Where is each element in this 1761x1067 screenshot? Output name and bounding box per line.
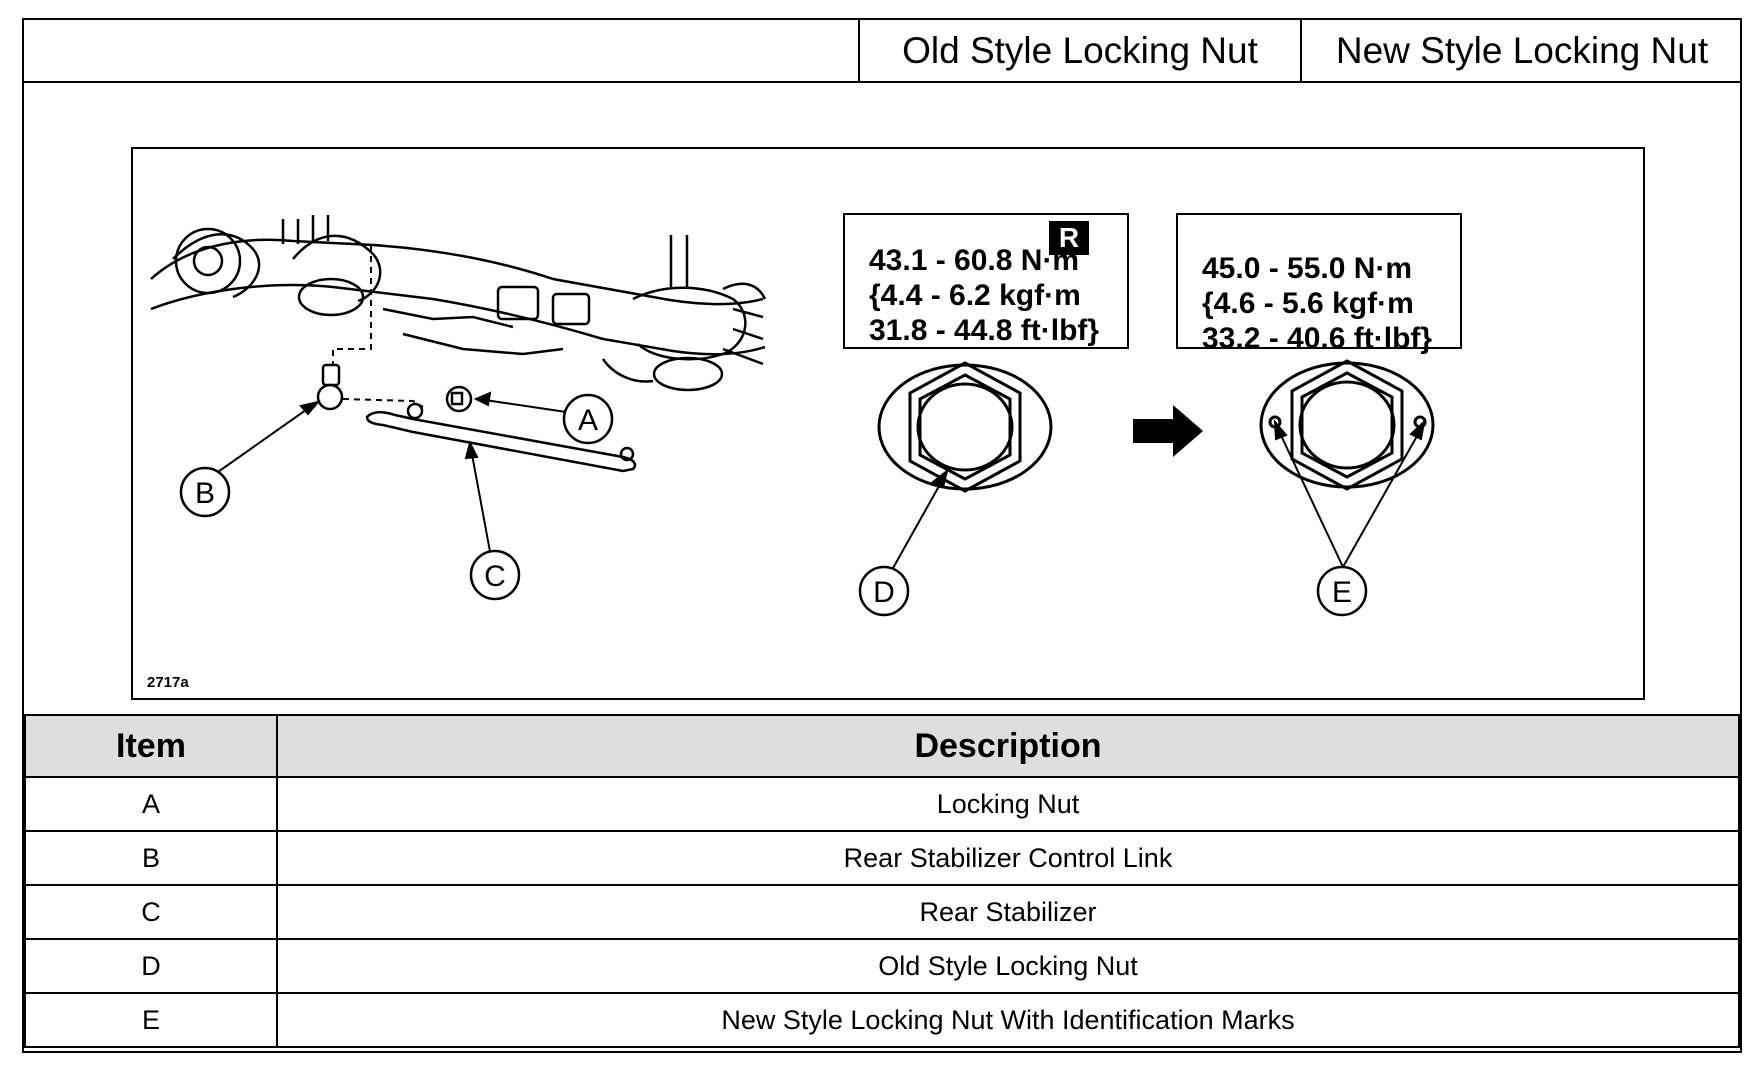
description-cell: Locking Nut (276, 776, 1740, 832)
table-row: D Old Style Locking Nut (24, 938, 1740, 994)
item-cell: A (24, 776, 278, 832)
callout-e-circle (1316, 565, 1368, 617)
diagram-frame: Old Style Locking Nut New Style Locking … (22, 18, 1742, 1053)
callout-a-circle (562, 393, 614, 445)
callout-d-label: D (873, 576, 895, 609)
table-row: E New Style Locking Nut With Identificat… (24, 992, 1740, 1048)
table-row: C Rear Stabilizer (24, 884, 1740, 940)
description-cell: New Style Locking Nut With Identificatio… (276, 992, 1740, 1048)
old-torque-ftlbf: 31.8 - 44.8 ft·lbf} (869, 314, 1100, 347)
new-style-nut-drawing (1259, 359, 1435, 491)
identification-mark-left (1268, 415, 1282, 429)
control-link-part (316, 363, 344, 411)
header-old-style: Old Style Locking Nut (858, 20, 1300, 81)
description-cell: Old Style Locking Nut (276, 938, 1740, 994)
callout-a-label: A (578, 404, 598, 437)
illustration-panel: A B C D E (131, 147, 1645, 700)
column-header-description: Description (276, 714, 1740, 778)
callout-d-circle (858, 565, 910, 617)
item-cell: D (24, 938, 278, 994)
replace-badge: R (1049, 221, 1089, 255)
new-torque-spec-box: 45.0 - 55.0 N·m {4.6 - 5.6 kgf·m 33.2 - … (1176, 213, 1462, 355)
table-row: B Rear Stabilizer Control Link (24, 830, 1740, 886)
header-new-style: New Style Locking Nut (1300, 20, 1742, 81)
stabilizer-bar-part (365, 402, 637, 473)
table-header-row: Item Description (24, 714, 1740, 778)
new-torque-nm: 45.0 - 55.0 N·m (1202, 252, 1413, 285)
callout-e-label: E (1332, 576, 1352, 609)
old-torque-spec-box: 43.1 - 60.8 N·m {4.4 - 6.2 kgf·m 31.8 - … (843, 213, 1129, 349)
old-torque-nm: 43.1 - 60.8 N·m (869, 244, 1080, 277)
new-torque-ftlbf: 33.2 - 40.6 ft·lbf} (1202, 322, 1433, 355)
callout-b-circle (179, 466, 231, 518)
column-header-item: Item (24, 714, 278, 778)
description-cell: Rear Stabilizer (276, 884, 1740, 940)
callout-c-label: C (484, 560, 506, 593)
arrow-right-icon (1133, 405, 1203, 457)
callout-c-circle (469, 549, 521, 601)
item-description-table: Item Description A Locking Nut B Rear St… (24, 714, 1740, 1048)
rear-suspension-assembly (150, 215, 767, 392)
old-torque-kgfm: {4.4 - 6.2 kgf·m (869, 279, 1081, 312)
suspension-illustration: A B C D E (150, 215, 1435, 617)
identification-mark-right (1413, 415, 1427, 429)
new-torque-kgfm: {4.6 - 5.6 kgf·m (1202, 287, 1414, 320)
header-row: Old Style Locking Nut New Style Locking … (24, 20, 1740, 83)
item-cell: B (24, 830, 278, 886)
item-cell: C (24, 884, 278, 940)
table-row: A Locking Nut (24, 776, 1740, 832)
description-cell: Rear Stabilizer Control Link (276, 830, 1740, 886)
callout-b-label: B (195, 477, 215, 510)
locking-nut-part (445, 385, 473, 413)
figure-code: 2717a (147, 674, 189, 691)
old-style-nut-drawing (877, 361, 1053, 493)
item-cell: E (24, 992, 278, 1048)
